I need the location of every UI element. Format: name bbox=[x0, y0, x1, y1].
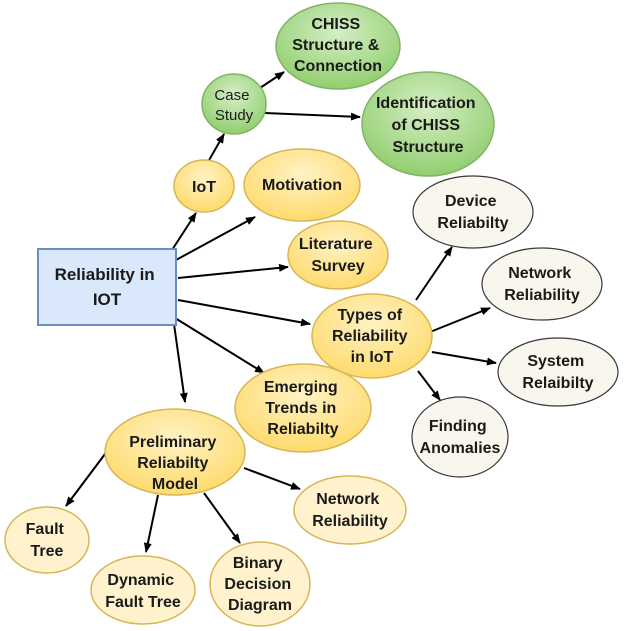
types-line-1: Types of bbox=[337, 307, 402, 324]
arrow-case-study-to-identification bbox=[264, 112, 361, 121]
arrow-iot-to-case-study bbox=[207, 133, 225, 163]
chiss-sc-line-2: Structure & bbox=[292, 37, 380, 54]
svg-text:Dynamic Fault Tree: Dynamic Fault Tree bbox=[105, 572, 181, 611]
node-dynamic-fault-tree: Dynamic Fault Tree bbox=[90, 555, 196, 625]
emerging-line-3: Reliabilty bbox=[267, 421, 338, 438]
arrow-case-study-to-chiss-structure bbox=[256, 71, 285, 91]
fault-line-1: Fault bbox=[26, 521, 65, 538]
svg-text:IoT: IoT bbox=[192, 179, 216, 196]
node-binary-decision-diagram: Binary Decision Diagram bbox=[209, 541, 311, 627]
arrow-prelim-to-fault-tree bbox=[65, 449, 109, 507]
system-line-2: Relaibilty bbox=[522, 375, 593, 392]
node-finding-anomalies: Finding Anomalies bbox=[411, 396, 509, 478]
motivation-label: Motivation bbox=[262, 177, 342, 194]
chiss-sc-line-3: Connection bbox=[294, 58, 382, 75]
literature-line-2: Survey bbox=[311, 258, 364, 275]
arrow-prelim-to-binary bbox=[203, 492, 241, 544]
arrow-types-to-network bbox=[429, 307, 491, 333]
svg-text:Finding Anomalies: Finding Anomalies bbox=[420, 418, 501, 457]
arrow-types-to-device bbox=[415, 246, 453, 301]
svg-text:Device Reliabilty: Device Reliabilty bbox=[437, 193, 508, 232]
chiss-id-line-2: of CHISS bbox=[392, 117, 461, 134]
node-preliminary-model: Preliminary Reliabilty Model bbox=[104, 408, 246, 496]
node-system-reliability: System Relaibilty bbox=[497, 337, 619, 407]
emerging-line-1: Emerging bbox=[264, 379, 338, 396]
device-line-1: Device bbox=[445, 193, 497, 210]
literature-line-1: Literature bbox=[299, 236, 373, 253]
svg-text:Reliability in IOT: Reliability in IOT bbox=[55, 265, 160, 309]
arrow-root-to-prelim bbox=[173, 323, 188, 403]
network1-line-2: Reliability bbox=[504, 287, 580, 304]
chiss-sc-line-1: CHISS bbox=[311, 16, 360, 33]
svg-text:Types of Reliability: Types of Reliability in IoT bbox=[332, 307, 412, 366]
anomalies-line-2: Anomalies bbox=[420, 440, 501, 457]
node-iot: IoT bbox=[173, 159, 235, 213]
binary-line-2: Decision bbox=[224, 576, 291, 593]
arrow-root-to-iot bbox=[171, 212, 197, 251]
network2-line-1: Network bbox=[316, 491, 379, 508]
node-literature-survey: Literature Survey bbox=[287, 220, 389, 290]
arrow-root-to-motivation bbox=[175, 216, 256, 261]
svg-text:Binary Decision Di: Binary Decision Diagram bbox=[224, 555, 295, 614]
arrow-root-to-types bbox=[177, 299, 311, 327]
svg-text:Case Study: Case Study bbox=[214, 87, 253, 124]
fault-line-2: Tree bbox=[31, 543, 64, 560]
root-label-line-1: Reliability in bbox=[55, 265, 155, 284]
network1-line-1: Network bbox=[508, 265, 571, 282]
svg-text:Fault Tree: Fault Tree bbox=[26, 521, 69, 560]
types-line-2: Reliability bbox=[332, 328, 408, 345]
root-label-line-2: IOT bbox=[93, 290, 122, 309]
case-study-line-2: Study bbox=[215, 107, 254, 124]
prelim-line-3: Model bbox=[152, 476, 198, 493]
root-node: Reliability in IOT bbox=[37, 248, 177, 326]
arrow-prelim-to-dynamic bbox=[143, 494, 159, 553]
node-case-study: Case Study bbox=[201, 73, 267, 135]
device-line-2: Reliabilty bbox=[437, 215, 508, 232]
node-motivation: Motivation bbox=[243, 148, 361, 222]
arrows bbox=[65, 71, 497, 553]
chiss-id-line-1: Identification bbox=[376, 95, 476, 112]
node-fault-tree: Fault Tree bbox=[4, 506, 90, 574]
node-emerging-trends: Emerging Trends in Reliabilty bbox=[234, 363, 372, 453]
network2-line-2: Reliability bbox=[312, 513, 388, 530]
svg-text:System Relaibilty: System Relaibilty bbox=[522, 353, 593, 392]
dynamic-line-2: Fault Tree bbox=[105, 594, 181, 611]
arrow-types-to-anomalies bbox=[417, 370, 441, 401]
svg-text:Preliminary Reliabilty: Preliminary Reliabilty Model bbox=[129, 434, 221, 493]
node-identification-chiss: Identification of CHISS Structure bbox=[361, 71, 495, 177]
prelim-line-2: Reliabilty bbox=[137, 455, 208, 472]
prelim-line-1: Preliminary bbox=[129, 434, 216, 451]
binary-line-1: Binary bbox=[233, 555, 283, 572]
svg-text:Network Reliability: Network Reliability bbox=[312, 491, 388, 530]
emerging-line-2: Trends in bbox=[265, 400, 336, 417]
node-device-reliability: Device Reliabilty bbox=[412, 175, 534, 249]
dynamic-line-1: Dynamic bbox=[107, 572, 174, 589]
svg-text:Motivation: Motivation bbox=[262, 177, 342, 194]
svg-text:Identification of CHISS: Identification of CHISS Structure bbox=[376, 95, 480, 156]
svg-text:Emerging Trends in: Emerging Trends in Reliabilty bbox=[264, 379, 342, 438]
node-network-reliability-types: Network Reliability bbox=[481, 247, 603, 321]
types-line-3: in IoT bbox=[351, 349, 394, 366]
svg-text:CHISS Structure &: CHISS Structure & Connection bbox=[292, 16, 384, 75]
binary-line-3: Diagram bbox=[228, 597, 292, 614]
node-types-of-reliability: Types of Reliability in IoT bbox=[311, 293, 433, 379]
svg-text:Network Reliability: Network Reliability bbox=[504, 265, 580, 304]
anomalies-line-1: Finding bbox=[429, 418, 487, 435]
arrow-prelim-to-network bbox=[243, 467, 301, 490]
case-study-line-1: Case bbox=[214, 87, 249, 104]
iot-label: IoT bbox=[192, 179, 216, 196]
arrow-types-to-system bbox=[431, 351, 497, 366]
arrow-root-to-literature bbox=[177, 263, 289, 279]
arrow-root-to-emerging bbox=[174, 317, 265, 374]
node-chiss-structure-connection: CHISS Structure & Connection bbox=[275, 2, 401, 90]
system-line-1: System bbox=[527, 353, 584, 370]
chiss-id-line-3: Structure bbox=[392, 139, 463, 156]
node-network-reliability-prelim: Network Reliability bbox=[293, 475, 407, 545]
svg-text:Literature Survey: Literature Survey bbox=[299, 236, 377, 275]
